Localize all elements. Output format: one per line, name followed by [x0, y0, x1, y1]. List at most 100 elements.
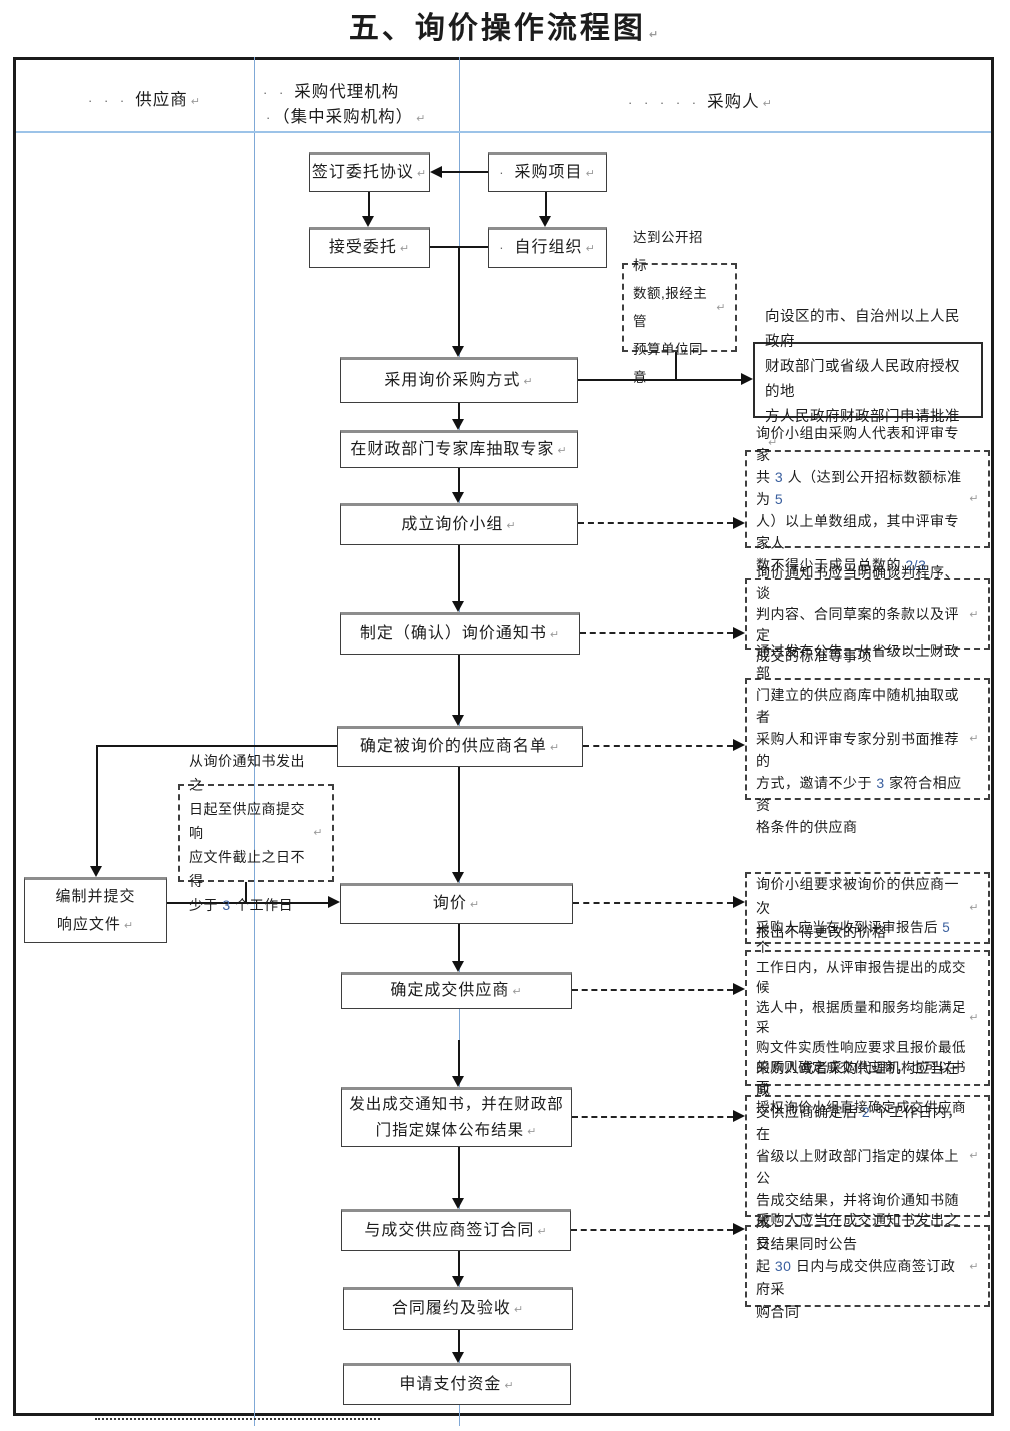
arrow-adopt-to-experts [458, 403, 460, 420]
lane-header-purchaser: · · · · ·采购人↵ [628, 93, 773, 111]
return-mark-icon: ↵ [969, 1011, 979, 1024]
return-mark-icon: ↵ [504, 1378, 515, 1392]
return-mark-icon: ↵ [585, 166, 596, 180]
arrow-adopt-to-approval [578, 379, 741, 381]
return-mark-icon: ↵ [648, 28, 662, 41]
arrow-issue-to-contract [458, 1147, 460, 1199]
return-mark-icon: ↵ [512, 985, 523, 998]
return-mark-icon: ↵ [969, 492, 979, 505]
note-deal-determination-rule: 采购人应当在收到评审报告后 5 个工作日内，从评审报告提出的成交候选人中，根据质… [745, 920, 990, 1115]
arrowhead [452, 1276, 464, 1287]
return-mark-icon: ↵ [557, 443, 568, 457]
lane-header-agency-line2: ·（集中采购机构）↵ [266, 108, 427, 126]
dashed-arrow-inquiry-note [573, 902, 733, 904]
tab-leader-dots: · · [263, 85, 288, 100]
flow-node-sign-agreement: 签订委托协议↵ [309, 152, 430, 192]
flow-node-prepare-response-docs: 编制并提交 响应文件↵ [24, 877, 167, 943]
flow-node-issue-deal-notice: 发出成交通知书，并在财政部 门指定媒体公布结果↵ [341, 1087, 572, 1147]
arrowhead [452, 1198, 464, 1209]
note-contract-within-30-days: 采购人应当在成交通知书发出之日起 30 日内与成交供应商签订政府采购合同↵ [745, 1212, 990, 1320]
arrow-acceptance-to-payment [458, 1330, 460, 1353]
arrowhead [452, 872, 464, 883]
note-response-deadline: 从询价通知书发出之日起至供应商提交响应文件截止之日不得少于 3 个工作日↵ [178, 753, 334, 913]
arrowhead [452, 961, 464, 972]
line-threshold-connector [675, 352, 677, 381]
arrow-deal-to-issue [458, 1040, 460, 1077]
return-mark-icon: ↵ [549, 741, 561, 754]
return-mark-icon: ↵ [399, 242, 411, 255]
flow-node-adopt-inquiry-method: 采用询价采购方式↵ [340, 357, 578, 403]
flow-node-accept-entrustment: 接受委托↵ [309, 227, 430, 268]
bottom-dotted-line [95, 1418, 380, 1420]
page-title: 五、询价操作流程图↵ [348, 12, 662, 45]
lane-divider-supplier-agency [254, 57, 255, 1426]
arrow-response-to-inquiry [167, 902, 328, 904]
arrowhead [452, 1076, 464, 1087]
return-mark-icon: ↵ [969, 901, 979, 914]
return-mark-icon: ↵ [969, 1259, 979, 1273]
arrowhead [452, 1352, 464, 1363]
flow-node-extract-experts: 在财政部门专家库抽取专家↵ [340, 430, 578, 468]
tab-leader-dots: · [499, 240, 508, 255]
flow-node-determine-deal-supplier: 确定成交供应商↵ [341, 972, 572, 1009]
arrowhead [452, 601, 464, 612]
flow-node-form-inquiry-team: 成立询价小组↵ [340, 503, 578, 545]
return-mark-icon: ↵ [969, 607, 979, 621]
return-mark-icon: ↵ [969, 1149, 979, 1162]
arrow-sign-to-accept [368, 192, 370, 217]
dashed-arrow-contract-note [571, 1229, 733, 1231]
return-mark-icon: ↵ [416, 112, 427, 125]
flow-node-determine-supplier-list: 确定被询价的供应商名单↵ [337, 726, 583, 767]
return-mark-icon: ↵ [523, 374, 534, 388]
dashed-arrow-notice-note [580, 632, 733, 634]
arrowhead [733, 983, 745, 995]
flowchart-frame [13, 57, 994, 1416]
arrow-list-to-inquiry [458, 767, 460, 873]
note-invite-suppliers: 通过发布公告、从省级以上财政部门建立的供应商库中随机抽取或者采购人和评审专家分别… [745, 643, 990, 835]
return-mark-icon: ↵ [506, 518, 517, 532]
return-mark-icon: ↵ [190, 95, 201, 108]
dashed-arrow-announce-note [572, 1116, 733, 1118]
arrow-project-to-self [545, 192, 547, 217]
arrowhead [328, 896, 340, 908]
arrow-notice-to-list [458, 655, 460, 716]
arrowhead [90, 866, 102, 877]
flow-node-sign-contract: 与成交供应商签订合同↵ [341, 1209, 571, 1251]
arrowhead [362, 216, 374, 227]
flow-node-contract-acceptance: 合同履约及验收↵ [343, 1287, 573, 1330]
arrowhead [452, 419, 464, 430]
note-announce-result: 采购人或者采购代理机构应当在成交供应商确定后 2 个工作日内，在省级以上财政部门… [745, 1060, 990, 1252]
line-list-to-left [97, 745, 337, 747]
lane-header-supplier: · · ·供应商↵ [88, 91, 201, 109]
return-mark-icon: ↵ [313, 826, 323, 839]
arrowhead [452, 346, 464, 357]
arrow-team-to-notice [458, 545, 460, 602]
arrowhead [733, 896, 745, 908]
return-mark-icon: ↵ [513, 1303, 525, 1316]
note-open-tender-threshold: 达到公开招标数额,报经主管预算单位同意↵ [622, 230, 737, 385]
flow-node-make-inquiry-notice: 制定（确认）询价通知书↵ [340, 612, 580, 655]
arrowhead [741, 373, 753, 385]
flow-node-procurement-project: ·采购项目↵ [488, 152, 607, 192]
tab-leader-dots: · · · · · [628, 95, 701, 110]
arrowhead [733, 1223, 745, 1235]
return-mark-icon: ↵ [549, 628, 561, 641]
return-mark-icon: ↵ [716, 300, 726, 314]
arrow-inquiry-to-deal [458, 924, 460, 962]
arrowhead [733, 517, 745, 529]
return-mark-icon: ↵ [123, 918, 135, 932]
arrowhead [539, 216, 551, 227]
arrow-experts-to-team [458, 468, 460, 493]
note-one-time-quote: 询价小组要求被询价的供应商一次报出不得更改的价格↵ [745, 872, 990, 944]
arrowhead [733, 627, 745, 639]
return-mark-icon: ↵ [537, 1224, 548, 1238]
lane-header-agency-line1: · ·采购代理机构 [263, 83, 400, 101]
return-mark-icon: ↵ [969, 732, 979, 745]
arrow-to-adopt-inquiry [458, 246, 460, 347]
arrow-project-to-sign [442, 171, 488, 173]
return-mark-icon: ↵ [527, 1124, 538, 1138]
return-mark-icon: ↵ [585, 242, 596, 255]
arrowhead [733, 739, 745, 751]
